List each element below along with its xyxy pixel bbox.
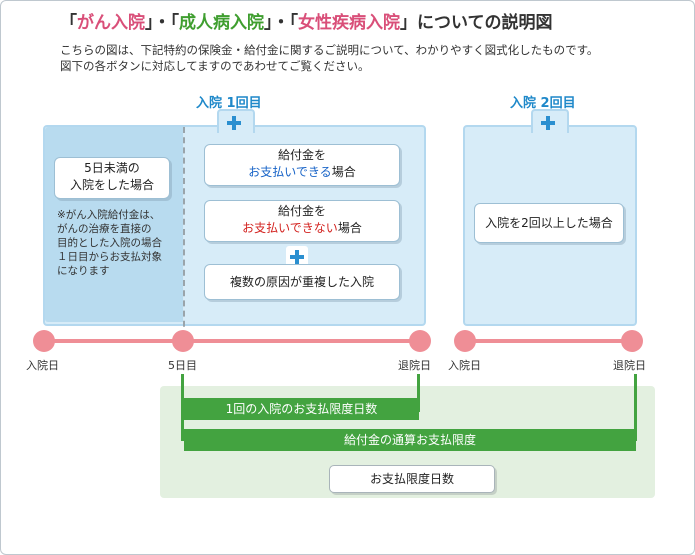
limit-connector — [181, 420, 184, 441]
box-line: 給付金を — [277, 148, 326, 162]
plus-icon — [286, 246, 308, 268]
day5-divider — [183, 127, 185, 337]
not-payable-case-box[interactable]: 給付金を お支払いできない場合 — [204, 200, 400, 242]
discharge-date-label: 退院日 — [613, 359, 646, 372]
note-line: になります — [57, 265, 110, 277]
payable-emphasis: お支払いできる — [248, 165, 332, 179]
title-separator: 」・「 — [145, 13, 179, 33]
multiple-causes-box[interactable]: 複数の原因が重複した入院 — [204, 264, 400, 300]
limit-connector — [634, 374, 637, 441]
box-line: 入院をした場合 — [69, 178, 154, 192]
not-payable-tail: 場合 — [337, 221, 362, 235]
not-payable-emphasis: お支払いできない — [242, 221, 338, 235]
admission-dot — [454, 330, 476, 352]
second-hospitalization-label: 入院 2回目 — [510, 96, 576, 111]
page-title: 「がん入院」・「成人病入院」・「女性疾病入院」についての説明図 — [60, 8, 553, 33]
note-line: ※がん入院給付金は、 — [57, 209, 161, 221]
plus-icon — [223, 112, 245, 134]
note-line: 目的とした入院の場合 — [57, 237, 162, 249]
title-female-disease-hospitalization: 女性疾病入院 — [298, 13, 400, 33]
first-hospitalization-label: 入院 1回目 — [196, 96, 262, 111]
under-5-days-box[interactable]: 5日未満の 入院をした場合 — [54, 157, 170, 199]
box-line: お支払いできない場合 — [205, 220, 399, 237]
total-limit-label: 給付金の通算お支払限度 — [343, 433, 476, 447]
per-stay-limit-label: 1回の入院のお支払限度日数 — [225, 402, 378, 416]
day5-label: 5日目 — [168, 359, 197, 372]
limit-connector — [181, 374, 184, 424]
note-line: がんの治療を直接の — [57, 223, 152, 235]
description-line: 図下の各ボタンに対応してますのであわせてご覧ください。 — [60, 59, 370, 73]
per-stay-limit-arrow: 1回の入院のお支払限度日数 — [184, 398, 419, 420]
title-bracket: 「 — [60, 13, 77, 33]
admission-date-label: 入院日 — [448, 359, 481, 372]
discharge-date-label: 退院日 — [398, 359, 431, 372]
title-separator: 」・「 — [264, 13, 298, 33]
admission-date-label: 入院日 — [26, 359, 59, 372]
cancer-note: ※がん入院給付金は、 がんの治療を直接の 目的とした入院の場合 １日目からお支払… — [57, 208, 162, 278]
day5-dot — [172, 330, 194, 352]
payable-case-box[interactable]: 給付金を お支払いできる場合 — [204, 144, 400, 186]
box-line: 5日未満の — [84, 161, 140, 175]
admission-dot — [33, 330, 55, 352]
payable-tail: 場合 — [331, 165, 356, 179]
payment-limit-days-button[interactable]: お支払限度日数 — [329, 465, 495, 493]
discharge-dot — [409, 330, 431, 352]
note-line: １日目からお支払対象 — [57, 251, 162, 263]
total-limit-arrow: 給付金の通算お支払限度 — [184, 429, 636, 451]
description: こちらの図は、下記特約の保険金・給付金に関するご説明について、わかりやすく図式化… — [60, 42, 598, 74]
box-line: お支払いできる場合 — [205, 164, 399, 181]
description-line: こちらの図は、下記特約の保険金・給付金に関するご説明について、わかりやすく図式化… — [60, 43, 599, 57]
title-cancer-hospitalization: がん入院 — [77, 13, 145, 33]
second-hospitalization-box[interactable]: 入院を2回以上した場合 — [474, 203, 624, 243]
title-adult-disease-hospitalization: 成人病入院 — [179, 13, 264, 33]
title-suffix: 」についての説明図 — [400, 13, 553, 33]
timeline-second — [465, 339, 632, 343]
timeline-first — [44, 339, 420, 343]
discharge-dot — [621, 330, 643, 352]
box-line: 給付金を — [277, 204, 326, 218]
limit-connector — [417, 374, 420, 412]
plus-icon — [537, 112, 559, 134]
